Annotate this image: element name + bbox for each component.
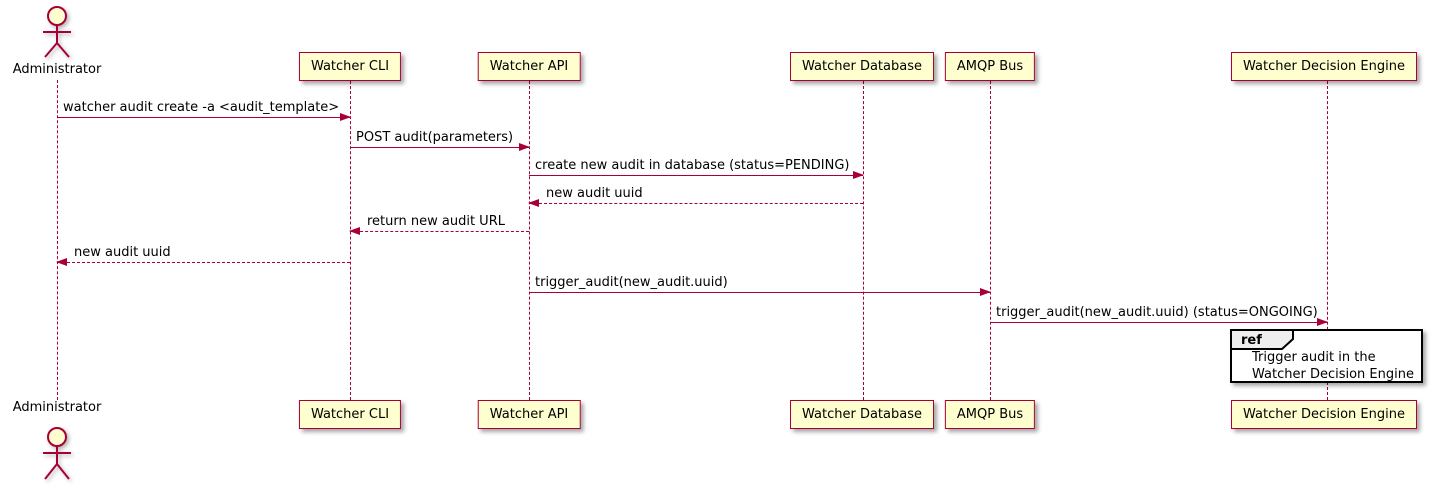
ref-line-1: Trigger audit in the xyxy=(1252,350,1376,365)
participant-amqp-bus-top: AMQP Bus xyxy=(944,52,1036,81)
participant-watcher-database-bottom: Watcher Database xyxy=(790,400,934,429)
arrowhead-right-icon xyxy=(980,287,991,296)
message-8-arrow xyxy=(990,317,1328,326)
ref-tag-icon: ref xyxy=(1230,329,1294,350)
message-4-arrow xyxy=(528,198,863,207)
message-3: create new audit in database (status=PEN… xyxy=(529,158,864,179)
message-6-arrow xyxy=(56,257,350,266)
message-4: new audit uuid xyxy=(528,186,863,207)
message-8-label: trigger_audit(new_audit.uuid) (status=ON… xyxy=(996,305,1318,320)
message-5-label: return new audit URL xyxy=(367,214,505,229)
message-6: new audit uuid xyxy=(56,245,350,266)
participant-watcher-cli-bottom: Watcher CLI xyxy=(298,400,402,429)
ref-fragment-text: Trigger audit in the Watcher Decision En… xyxy=(1252,350,1414,383)
lifeline-watcher-cli xyxy=(350,81,351,400)
participant-amqp-bus-bottom: AMQP Bus xyxy=(944,400,1036,429)
message-7: trigger_audit(new_audit.uuid) xyxy=(529,275,991,296)
arrowhead-left-icon xyxy=(528,198,539,207)
message-1-label: watcher audit create -a <audit_template> xyxy=(63,100,340,115)
message-2: POST audit(parameters) xyxy=(350,130,530,151)
lifeline-amqp-bus xyxy=(990,81,991,400)
arrowhead-right-icon xyxy=(1317,317,1328,326)
message-1: watcher audit create -a <audit_template> xyxy=(57,100,351,121)
message-7-arrow xyxy=(529,287,991,296)
lifeline-watcher-api xyxy=(529,81,530,400)
actor-icon xyxy=(43,6,71,58)
message-8: trigger_audit(new_audit.uuid) (status=ON… xyxy=(990,305,1328,326)
participant-watcher-api-top: Watcher API xyxy=(477,52,581,81)
actor-icon xyxy=(43,427,71,480)
arrowhead-left-icon xyxy=(56,257,67,266)
actor-label-administrator-bottom: Administrator xyxy=(12,400,102,415)
arrowhead-right-icon xyxy=(853,170,864,179)
participant-watcher-api-bottom: Watcher API xyxy=(477,400,581,429)
participant-watcher-decision-engine-bottom: Watcher Decision Engine xyxy=(1231,400,1417,429)
ref-line-2: Watcher Decision Engine xyxy=(1252,366,1414,382)
message-4-label: new audit uuid xyxy=(546,186,643,201)
message-3-arrow xyxy=(529,170,864,179)
arrowhead-right-icon xyxy=(519,142,530,151)
participant-watcher-database-top: Watcher Database xyxy=(790,52,934,81)
participant-watcher-cli-top: Watcher CLI xyxy=(298,52,402,81)
arrowhead-left-icon xyxy=(349,226,360,235)
message-7-label: trigger_audit(new_audit.uuid) xyxy=(535,275,728,290)
message-3-label: create new audit in database (status=PEN… xyxy=(535,158,850,173)
message-6-label: new audit uuid xyxy=(74,245,171,260)
message-5: return new audit URL xyxy=(349,214,529,235)
message-5-arrow xyxy=(349,226,529,235)
participant-watcher-decision-engine-top: Watcher Decision Engine xyxy=(1231,52,1417,81)
message-2-arrow xyxy=(350,142,530,151)
ref-fragment: ref Trigger audit in the Watcher Decisio… xyxy=(1230,329,1423,383)
actor-label-administrator-top: Administrator xyxy=(12,62,102,77)
ref-tag-label: ref xyxy=(1241,333,1262,348)
message-1-arrow xyxy=(57,112,351,121)
lifeline-watcher-decision-engine xyxy=(1327,81,1328,400)
lifeline-watcher-database xyxy=(863,81,864,400)
message-2-label: POST audit(parameters) xyxy=(356,130,514,145)
lifeline-administrator xyxy=(57,80,58,400)
arrowhead-right-icon xyxy=(340,112,351,121)
